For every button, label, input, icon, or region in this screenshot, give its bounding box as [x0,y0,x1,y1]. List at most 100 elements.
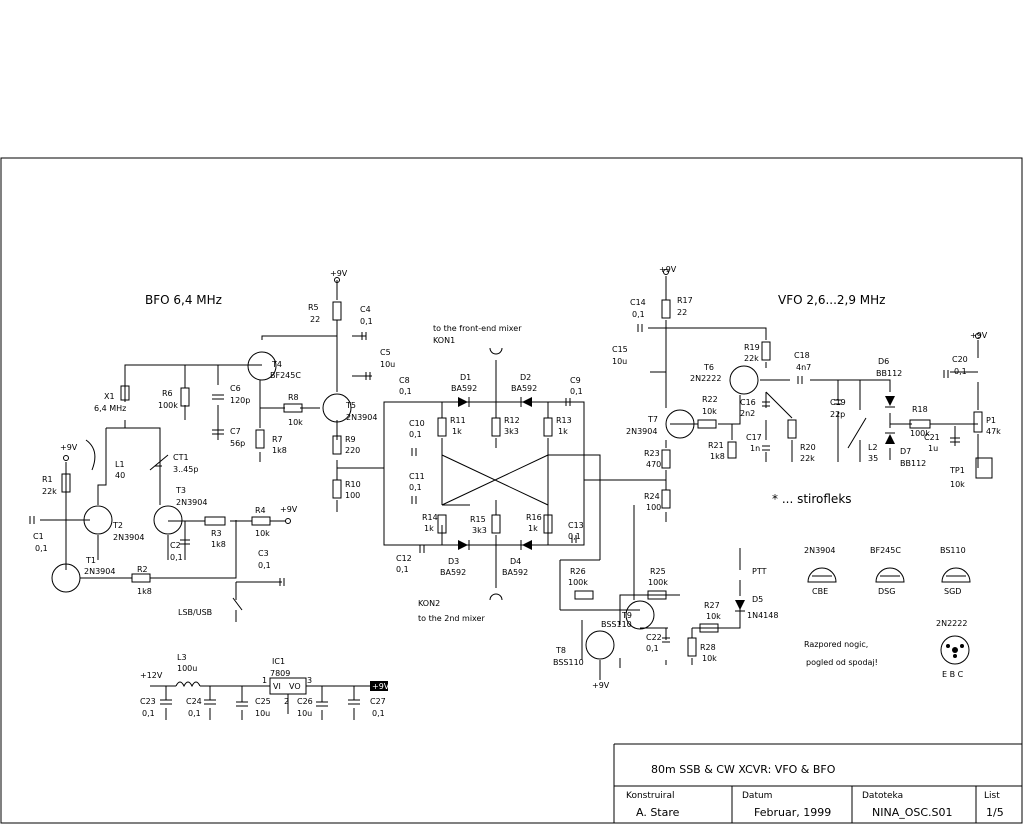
c9-ref: C9 [570,376,581,385]
psu-section: +12V L3 100u IC1 7809 VI VO 1 2 3 +9V C2… [140,653,390,720]
r13-val: 1k [558,427,568,436]
c20-val: 0,1 [954,367,967,376]
pinout-note-1: Razpored nogic, [804,640,868,649]
date-value: Februar, 1999 [754,806,831,819]
c26-val: 10u [297,709,312,718]
kon1-label: KON1 [433,336,455,345]
r8-ref: R8 [288,393,299,402]
c15-ref: C15 [612,345,628,354]
r16-ref: R16 [526,513,542,522]
pinout-note-2: pogled od spodaj! [806,658,878,667]
r26-val: 100k [568,578,588,587]
c3-ref: C3 [258,549,269,558]
drawing-frame [0,157,1023,824]
kon2-text: to the 2nd mixer [418,614,485,623]
r12-val: 3k3 [504,427,519,436]
d4-val: BA592 [502,568,528,577]
t5-ref: T5 [345,401,356,410]
stirofleks-note: * ... stirofleks [772,492,852,506]
t2-ref: T2 [112,521,123,530]
r23-ref: R23 [644,449,660,458]
r15-val: 3k3 [472,526,487,535]
r26-ref: R26 [570,567,586,576]
pinout-bs110-pins: SGD [944,587,961,596]
r20-ref: R20 [800,443,816,452]
r15-ref: R15 [470,515,486,524]
r24-val: 100 [646,503,661,512]
c7-ref: C7 [230,427,241,436]
sheet-value: 1/5 [986,806,1004,819]
t6-val: 2N2222 [690,374,721,383]
r6-val: 100k [158,401,178,410]
r22-val: 10k [702,407,717,416]
pinout-bs110-name: BS110 [940,546,966,555]
d4-ref: D4 [510,557,521,566]
pinout-section: 2N3904 CBE BF245C DSG BS110 SGD 2N2222 E… [804,546,971,679]
r25-ref: R25 [650,567,666,576]
d7-val: BB112 [900,459,926,468]
c16-ref: C16 [740,398,756,407]
d5-val: 1N4148 [747,611,778,620]
c5-val: 10u [380,360,395,369]
pinout-2n2222-name: 2N2222 [936,619,967,628]
title-block-title: 80m SSB & CW XCVR: VFO & BFO [651,763,836,776]
c22-val: 0,1 [646,644,659,653]
c3-val: 0,1 [258,561,271,570]
c11-val: 0,1 [409,483,422,492]
ic1-pin2: 2 [284,697,289,706]
r18-val: 100k [910,429,930,438]
t4-ref: T4 [271,360,282,369]
vfo-wiring [648,276,979,522]
c21-ref: C21 [924,433,940,442]
c8-val: 0,1 [399,387,412,396]
c23-ref: C23 [140,697,156,706]
p9v-bfo-1: +9V [60,443,78,452]
c25-ref: C25 [255,697,271,706]
d2-ref: D2 [520,373,531,382]
r27-ref: R27 [704,601,720,610]
r23-val: 470 [646,460,661,469]
t1-val: 2N3904 [84,567,115,576]
d3-val: BA592 [440,568,466,577]
d7-ref: D7 [900,447,911,456]
r8-val: 10k [288,418,303,427]
p12v-label: +12V [140,671,163,680]
c4-ref: C4 [360,305,371,314]
r19-val: 22k [744,354,759,363]
x1-ref: X1 [104,392,115,401]
d1-val: BA592 [451,384,477,393]
r24-ref: R24 [644,492,660,501]
c21-val: 1u [928,444,938,453]
c22-ref: C22 [646,633,662,642]
p1-val: 47k [986,427,1001,436]
l1-val: 40 [115,471,125,480]
p9v-mixer: +9V [592,681,610,690]
p9v-bfo-3: +9V [330,269,348,278]
c10-ref: C10 [409,419,425,428]
r3-val: 1k8 [211,540,226,549]
r27-val: 10k [706,612,721,621]
svg-text:`: ` [160,0,164,7]
kon2-label: KON2 [418,599,440,608]
t6-ref: T6 [703,363,714,372]
pinout-2n3904-pins: CBE [812,587,828,596]
mixer-wiring [383,360,741,680]
sheet-label: List [984,791,1000,801]
r2-ref: R2 [137,565,148,574]
t7-val: 2N3904 [626,427,657,436]
d6-ref: D6 [878,357,889,366]
c2-ref: C2 [170,541,181,550]
p9v-vfo-2: +9V [970,331,988,340]
x1-val: 6,4 MHz [94,404,126,413]
ic1-pin1: 1 [262,676,267,685]
r28-val: 10k [702,654,717,663]
pinout-bf245c-pins: DSG [878,587,895,596]
r3-ref: R3 [211,529,222,538]
mixer-components [411,347,745,660]
designer-value: A. Stare [636,806,680,819]
c15-val: 10u [612,357,627,366]
d6-val: BB112 [876,369,902,378]
vfo-components [637,269,993,509]
c11-ref: C11 [409,472,425,481]
